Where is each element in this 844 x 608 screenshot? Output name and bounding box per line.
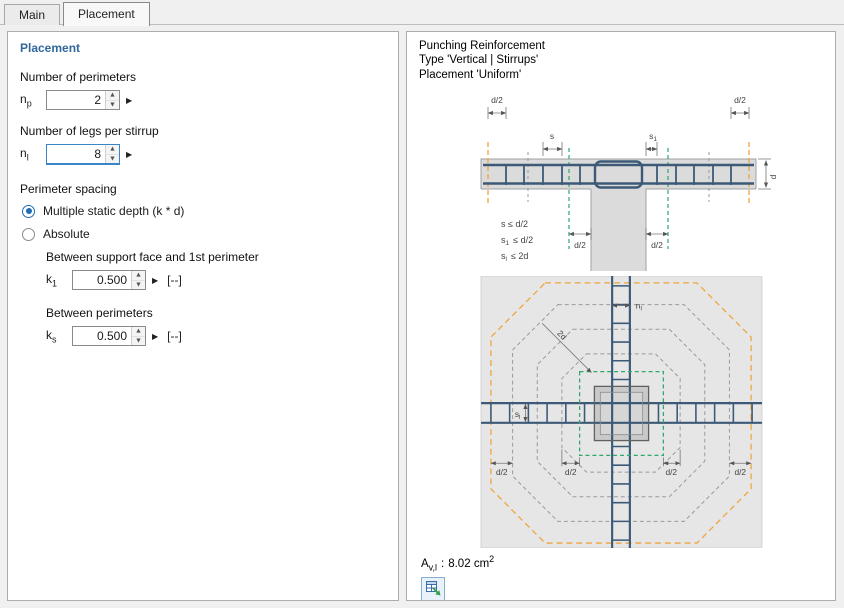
perimeters-spinner[interactable]: 2 ▲ ▼ — [46, 90, 120, 110]
tab-main[interactable]: Main — [4, 4, 61, 25]
perimeter-guide-dashed-lines — [527, 152, 710, 203]
spinner-arrows: ▲ ▼ — [105, 91, 119, 109]
detail-arrow-icon[interactable]: ▶ — [126, 149, 133, 159]
row-ks: ks 0.500 ▲ ▼ ▶ [--] — [46, 326, 386, 346]
preview-title: Punching Reinforcement — [419, 40, 545, 52]
dim-label-s1: s1 — [649, 131, 657, 143]
dim-label-d2-col-left: d/2 — [574, 240, 586, 250]
slab-rebar — [483, 160, 754, 190]
ks-spinner[interactable]: 0.500 ▲ ▼ — [72, 326, 146, 346]
table-export-icon — [425, 581, 440, 596]
radio-checked-icon[interactable] — [22, 204, 35, 218]
spin-up-icon[interactable]: ▲ — [132, 327, 145, 337]
label-ks: Between perimeters — [46, 306, 153, 320]
column-plan-fill — [594, 386, 649, 442]
radio-unchecked-icon[interactable] — [22, 227, 35, 241]
control-perimeter-square — [578, 371, 665, 457]
tab-bar: Main Placement — [0, 0, 844, 26]
result-area: Av,l:8.02 cm2 — [421, 554, 823, 572]
symbol-k1: k1 — [46, 271, 58, 289]
placement-settings-panel: Placement Number of perimeters np 2 ▲ ▼ … — [7, 31, 399, 601]
row-k1: k1 0.500 ▲ ▼ ▶ [--] — [46, 270, 386, 290]
dimension-lines — [487, 107, 771, 241]
row-number-of-legs: nl 8 ▲ ▼ ▶ — [20, 144, 386, 164]
dim-label-d2-top-left: d/2 — [491, 95, 503, 105]
dim-label-d: d — [768, 175, 778, 180]
spin-down-icon[interactable]: ▼ — [110, 101, 115, 108]
section-title: Placement — [20, 41, 81, 55]
section-diagram: d/2 d/2 s s1 d d/2 d/2 s ≤ d/2 s1≤ d/2 s… — [480, 95, 778, 272]
label-perimeter-spacing: Perimeter spacing — [20, 182, 117, 196]
radio-multiple-static-depth[interactable]: Multiple static depth (k * d) — [22, 204, 386, 218]
preview-type: Type 'Vertical | Stirrups' — [419, 54, 539, 67]
outer-perimeter-dashed-lines — [487, 142, 750, 207]
result-value: Av,l:8.02 cm2 — [421, 554, 495, 573]
spin-up-icon[interactable]: ▲ — [106, 91, 119, 101]
label-number-of-legs: Number of legs per stirrup — [20, 124, 159, 138]
plan-label-d2-2: d/2 — [565, 468, 577, 478]
inequality-sl: sl≤ 2d — [501, 251, 528, 263]
ks-unit: [--] — [167, 329, 182, 343]
inequality-s: s ≤ d/2 — [501, 219, 528, 229]
reinforcement-bands — [481, 276, 762, 549]
tab-placement[interactable]: Placement — [63, 2, 150, 26]
k-factors-group: Between support face and 1st perimeter k… — [46, 250, 386, 346]
legs-spinner[interactable]: 8 ▲ ▼ — [46, 144, 120, 164]
plan-diagram: nl sl 2d d/2 d/2 d/2 d/2 — [480, 276, 763, 549]
dim-label-d2-top-right: d/2 — [734, 95, 746, 105]
spin-up-icon[interactable]: ▲ — [132, 271, 145, 281]
stirrup-legs — [505, 164, 732, 186]
radio-label: Multiple static depth (k * d) — [43, 204, 185, 218]
inequality-s1: s1≤ d/2 — [501, 235, 533, 247]
spin-down-icon[interactable]: ▼ — [136, 281, 141, 288]
apply-settings-button[interactable] — [421, 576, 445, 600]
symbol-nl: nl — [20, 145, 29, 163]
k1-value: 0.500 — [96, 273, 127, 287]
symbol-np: np — [20, 91, 32, 109]
dim-label-d2-col-right: d/2 — [651, 240, 663, 250]
label-number-of-perimeters: Number of perimeters — [20, 70, 137, 84]
detail-arrow-icon[interactable]: ▶ — [152, 331, 159, 341]
k1-spinner[interactable]: 0.500 ▲ ▼ — [72, 270, 146, 290]
outer-perimeter-octagon — [490, 282, 752, 545]
row-number-of-perimeters: np 2 ▲ ▼ ▶ — [20, 90, 386, 110]
column-plan-outline — [593, 386, 650, 442]
plan-label-sl: sl — [515, 409, 521, 421]
preview-panel: Punching Reinforcement Type 'Vertical | … — [406, 31, 836, 601]
dim-label-s: s — [550, 131, 554, 141]
plan-label-d2-3: d/2 — [665, 468, 677, 478]
spin-up-icon[interactable]: ▲ — [106, 145, 119, 155]
plan-label-d2-1: d/2 — [496, 468, 508, 478]
detail-arrow-icon[interactable]: ▶ — [152, 275, 159, 285]
spinner-arrows: ▲ ▼ — [105, 145, 119, 163]
plan-label-nl: nl — [636, 301, 642, 313]
stirrup-perimeter-octagons — [512, 304, 730, 523]
stirrup-rungs — [490, 285, 753, 542]
symbol-ks: ks — [46, 327, 57, 345]
column-stirrup-cage — [593, 160, 644, 190]
ks-value: 0.500 — [96, 329, 127, 343]
radio-label: Absolute — [43, 227, 90, 241]
spin-down-icon[interactable]: ▼ — [110, 155, 115, 162]
plan-label-d2-4: d/2 — [734, 468, 746, 478]
radio-absolute[interactable]: Absolute — [22, 227, 386, 241]
plan-dimension-lines — [490, 303, 752, 467]
detail-arrow-icon[interactable]: ▶ — [126, 95, 133, 105]
label-k1: Between support face and 1st perimeter — [46, 250, 259, 264]
spinner-arrows: ▲ ▼ — [131, 271, 145, 289]
spin-down-icon[interactable]: ▼ — [136, 337, 141, 344]
preview-placement: Placement 'Uniform' — [419, 68, 522, 81]
legs-value: 8 — [94, 147, 101, 161]
spinner-arrows: ▲ ▼ — [131, 327, 145, 345]
k1-unit: [--] — [167, 273, 182, 287]
perimeters-value: 2 — [94, 93, 101, 107]
